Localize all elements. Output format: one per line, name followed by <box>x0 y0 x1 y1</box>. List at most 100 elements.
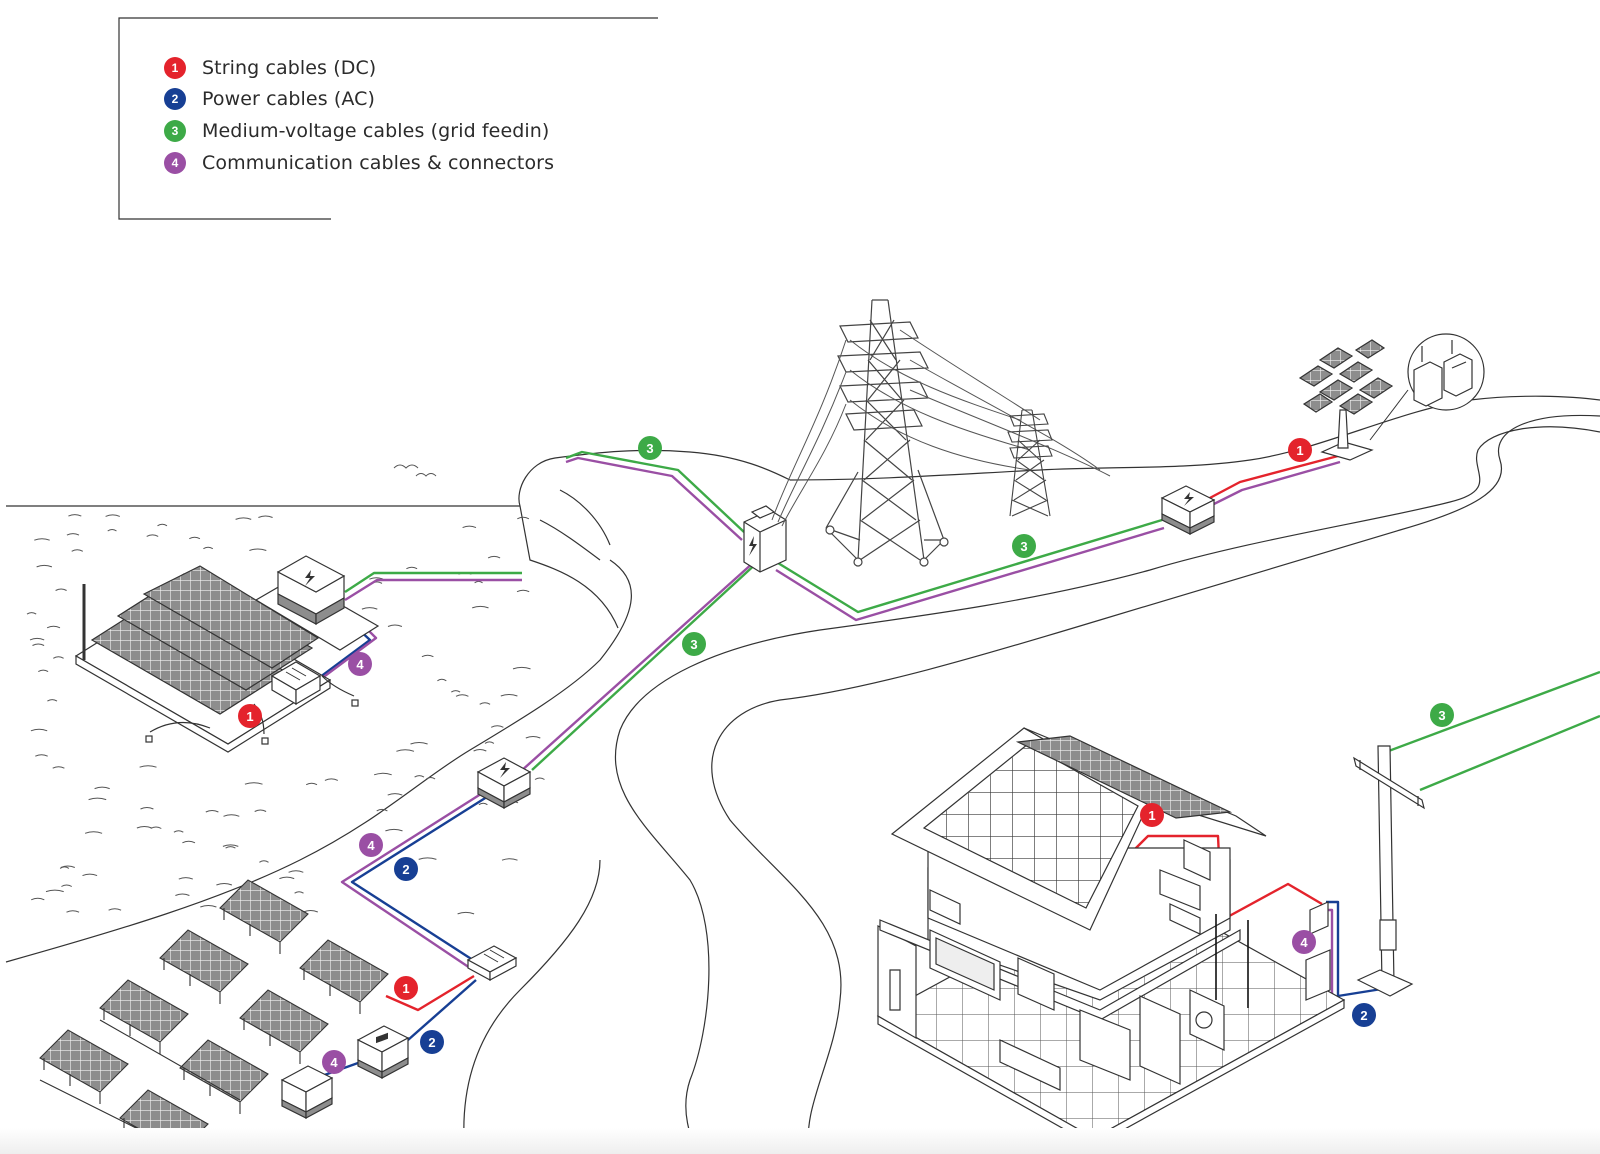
ac-cable-lower <box>350 793 491 964</box>
house <box>876 727 1346 1147</box>
legend-label-mv: Medium-voltage cables (grid feedin) <box>202 120 550 142</box>
substation <box>743 505 787 573</box>
road-inverter <box>1160 485 1216 535</box>
lightning-bolt-icon <box>500 762 510 778</box>
legend-marker-comm: 4 <box>164 152 186 174</box>
ground-pv-farm <box>39 879 389 1154</box>
marker-mv-road: 3 <box>1012 534 1036 558</box>
marker-dc-lower-label: 1 <box>402 981 409 996</box>
marker-dc-floating-label: 1 <box>246 709 253 724</box>
bottom-edge <box>0 1128 1600 1154</box>
floating-pv-array <box>90 565 320 715</box>
comm-cable-lower <box>340 790 485 969</box>
marker-dc-house: 1 <box>1140 803 1164 827</box>
marker-comm-floating: 4 <box>348 652 372 676</box>
comm-cable-diag <box>519 561 755 773</box>
terrain <box>5 395 1600 1154</box>
road-right-edge <box>711 414 1600 1154</box>
marker-comm-lower: 4 <box>359 833 383 857</box>
floating-combiner <box>270 661 322 706</box>
floating-platform-edge <box>75 654 331 753</box>
mv-cable-cliff <box>565 450 745 533</box>
cliff <box>518 449 791 629</box>
marker-dc-tracker: 1 <box>1288 438 1312 462</box>
marker-ac-lower-2-label: 2 <box>428 1035 435 1050</box>
legend-label-dc: String cables (DC) <box>202 57 377 79</box>
marker-mv-diag: 3 <box>682 632 706 656</box>
floating-transformer <box>276 555 346 626</box>
lower-inverter-2 <box>280 1065 334 1120</box>
transmission-tower-small <box>1007 409 1053 517</box>
legend-label-comm: Communication cables & connectors <box>202 152 555 174</box>
tracker-detail-callout <box>1369 333 1485 441</box>
marker-comm-house: 4 <box>1292 930 1316 954</box>
marker-dc-lower: 1 <box>394 976 418 1000</box>
marker-mv-pole: 3 <box>1430 703 1454 727</box>
house-roof-pv-left <box>922 743 1139 909</box>
legend-item-comm: 4 Communication cables & connectors <box>164 151 554 175</box>
land-horizon <box>789 395 1600 481</box>
lightning-bolt-icon <box>749 536 757 556</box>
ac-cable-lower-2 <box>407 979 477 1041</box>
road-left-edge <box>614 426 1600 1154</box>
house-mid-floor <box>879 919 1241 1021</box>
marker-comm-floating-label: 4 <box>356 657 364 672</box>
marker-mv-road-label: 3 <box>1020 539 1027 554</box>
inverter-mid <box>476 757 532 810</box>
marker-ac-house-label: 2 <box>1360 1008 1367 1023</box>
marker-mv-diag-label: 3 <box>690 637 697 652</box>
marker-dc-house-label: 1 <box>1148 808 1155 823</box>
path-lower <box>463 859 601 1154</box>
legend-item-dc: 1 String cables (DC) <box>164 56 376 80</box>
marker-comm-lower-label: 4 <box>367 838 375 853</box>
marker-comm-lower-2: 4 <box>322 1050 346 1074</box>
marker-ac-lower-2: 2 <box>420 1030 444 1054</box>
dc-cable-lower <box>385 974 475 1012</box>
marker-ac-house: 2 <box>1352 1003 1376 1027</box>
marker-dc-floating: 1 <box>238 704 262 728</box>
comm-cable-cliff <box>565 456 743 541</box>
floating-solar-plant <box>74 555 380 753</box>
solar-tracker <box>1298 339 1394 461</box>
mv-cable-diag <box>531 559 761 771</box>
utility-pole <box>1353 745 1425 997</box>
house-roof-pv-right <box>1015 735 1233 819</box>
legend-label-ac: Power cables (AC) <box>202 88 375 110</box>
legend-marker-mv: 3 <box>164 120 186 142</box>
mv-cable-pole-lower <box>1419 714 1600 792</box>
lower-combiner <box>466 945 518 982</box>
comm-cable-road <box>775 526 1165 622</box>
marker-ac-lower-label: 2 <box>402 862 409 877</box>
power-lines <box>771 329 1111 527</box>
legend-item-mv: 3 Medium-voltage cables (grid feedin) <box>164 119 549 143</box>
marker-ac-lower: 2 <box>394 857 418 881</box>
marker-dc-tracker-label: 1 <box>1296 443 1303 458</box>
dc-cable-tracker <box>1205 454 1339 502</box>
legend-item-ac: 2 Power cables (AC) <box>164 87 375 111</box>
marker-comm-house-label: 4 <box>1300 935 1308 950</box>
lower-inverter-1 <box>356 1025 410 1080</box>
house-meter-boxes <box>1305 901 1331 1001</box>
mv-cable-floating <box>344 571 522 594</box>
transmission-tower-large <box>825 299 949 567</box>
mv-cable-road <box>777 518 1163 614</box>
house-interior <box>889 839 1225 1091</box>
legend-frame <box>118 17 658 220</box>
birds <box>393 464 437 477</box>
marker-mv-pole-label: 3 <box>1438 708 1445 723</box>
marker-mv-cliff: 3 <box>638 436 662 460</box>
mv-cable-pole-upper <box>1385 670 1600 754</box>
comm-cable-tracker <box>1205 460 1341 510</box>
lightning-bolt-icon <box>1184 492 1194 506</box>
cable-markers: 3 1 3 3 4 1 4 2 1 2 4 1 4 2 3 <box>238 436 1454 1074</box>
legend-marker-dc: 1 <box>164 57 186 79</box>
marker-comm-lower-2-label: 4 <box>330 1055 338 1070</box>
legend-marker-ac: 2 <box>164 88 186 110</box>
shoreline <box>5 559 632 963</box>
comm-cable-floating <box>344 578 522 602</box>
lightning-bolt-icon <box>305 570 315 586</box>
floating-mooring <box>145 675 359 745</box>
ac-cable-house <box>1326 900 1389 998</box>
marker-mv-cliff-label: 3 <box>646 441 653 456</box>
